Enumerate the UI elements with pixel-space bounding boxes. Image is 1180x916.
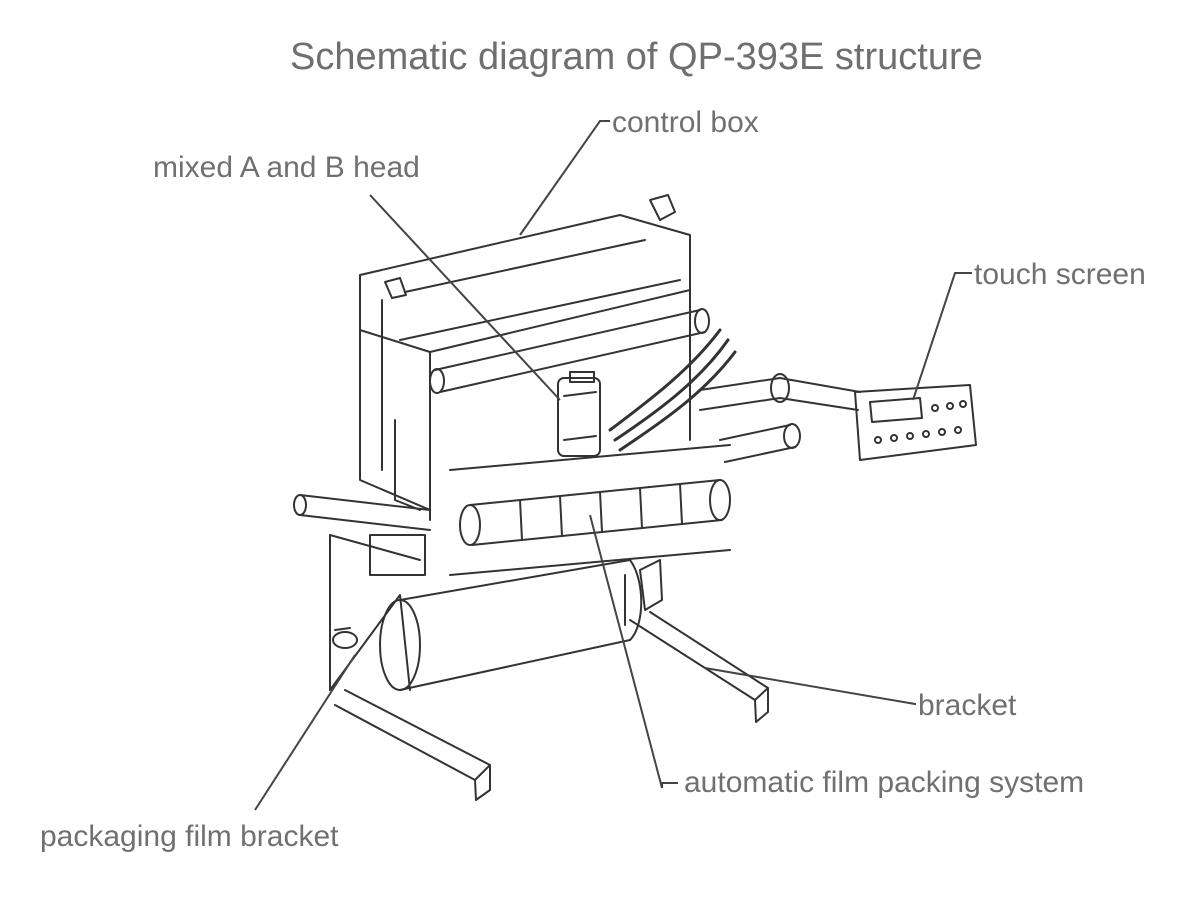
- touch-screen-device: [854, 384, 977, 461]
- label-touch-screen: touch screen: [974, 258, 1146, 291]
- leader-film-packing-system: [589, 514, 678, 789]
- label-bracket: bracket: [918, 689, 1017, 722]
- leader-control-box: [519, 120, 610, 236]
- label-packaging-film-bracket: packaging film bracket: [40, 820, 339, 853]
- leader-mixed-head: [369, 194, 561, 401]
- diagram-title: Schematic diagram of QP-393E structure: [290, 36, 983, 78]
- label-mixed-head: mixed A and B head: [153, 151, 420, 184]
- leader-bracket: [704, 667, 916, 705]
- feed-roller: [449, 444, 731, 576]
- control-box-housing: [359, 194, 691, 521]
- hoses: [608, 328, 737, 452]
- leader-lines: [254, 120, 972, 811]
- label-control-box: control box: [612, 106, 759, 139]
- left-frame: [293, 494, 431, 691]
- touch-screen-arm: [699, 373, 861, 411]
- upper-roller: [429, 308, 710, 394]
- film-roll: [379, 559, 643, 691]
- mixing-head: [557, 371, 601, 457]
- side-roller: [719, 423, 801, 463]
- leader-packaging-film-bracket: [254, 654, 356, 811]
- label-film-packing-system: automatic film packing system: [684, 766, 1085, 799]
- leader-touch-screen: [912, 272, 972, 401]
- right-bracket-leg: [624, 559, 769, 723]
- packaging-film-bracket-part: [329, 594, 491, 801]
